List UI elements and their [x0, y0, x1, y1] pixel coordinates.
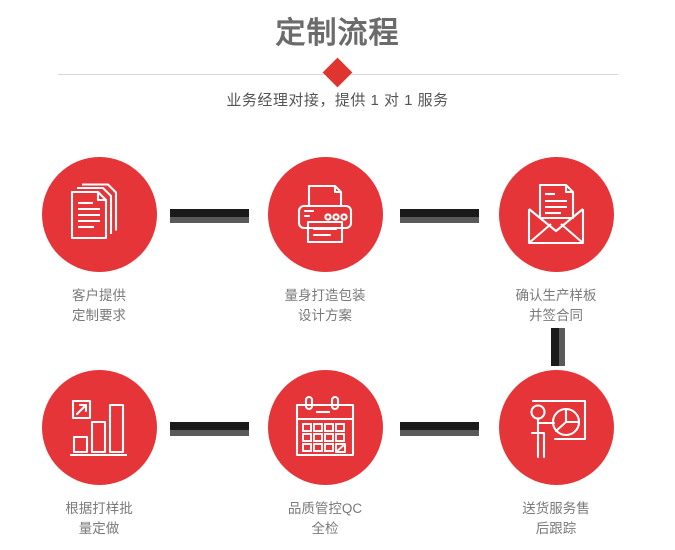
page-title: 定制流程 — [275, 17, 400, 50]
step-6-caption: 送货服务售 后跟踪 — [522, 501, 590, 536]
connector-step4-step5 — [170, 422, 249, 436]
step-1[interactable]: 客户提供 定制要求 — [19, 157, 179, 326]
step-2-caption: 量身打造包装 设计方案 — [284, 288, 366, 323]
presenter-pie-chart-icon — [530, 399, 587, 458]
connector-step1-step2 — [170, 209, 249, 223]
header-subtitle: 业务经理对接，提供 1 对 1 服务 — [226, 92, 449, 109]
diamond-ornament-icon — [322, 57, 353, 88]
step-6[interactable]: 送货服务售 后跟踪 — [476, 370, 636, 539]
step-6-circle[interactable] — [498, 370, 614, 485]
connector-step5-step6 — [400, 422, 479, 436]
step-5-circle[interactable] — [267, 370, 383, 485]
header: 定制流程 业务经理对接，提供 1 对 1 服务 — [0, 0, 675, 130]
bar-chart-growth-icon — [70, 399, 127, 456]
step-5-caption: 品质管控QC 全检 — [287, 501, 363, 536]
calendar-icon — [295, 395, 355, 456]
step-1-caption: 客户提供 定制要求 — [72, 288, 126, 323]
printer-icon — [297, 184, 353, 243]
step-3-circle[interactable] — [498, 157, 614, 272]
step-5[interactable]: 品质管控QC 全检 — [245, 370, 405, 539]
step-4[interactable]: 根据打样批 量定做 — [19, 370, 179, 539]
process-flow: 客户提供 定制要求 — [0, 130, 675, 550]
step-3-caption: 确认生产样板 并签合同 — [515, 288, 597, 323]
step-3[interactable]: 确认生产样板 并签合同 — [476, 157, 636, 326]
step-2[interactable]: 量身打造包装 设计方案 — [245, 157, 405, 326]
step-2-circle[interactable] — [267, 157, 383, 272]
step-4-caption: 根据打样批 量定做 — [65, 501, 133, 536]
step-1-circle[interactable] — [41, 157, 157, 272]
open-envelope-letter-icon — [527, 183, 585, 244]
documents-stack-icon — [70, 182, 118, 239]
connector-step2-step3 — [400, 209, 479, 223]
connector-step3-step6 — [551, 328, 565, 366]
step-4-circle[interactable] — [41, 370, 157, 485]
